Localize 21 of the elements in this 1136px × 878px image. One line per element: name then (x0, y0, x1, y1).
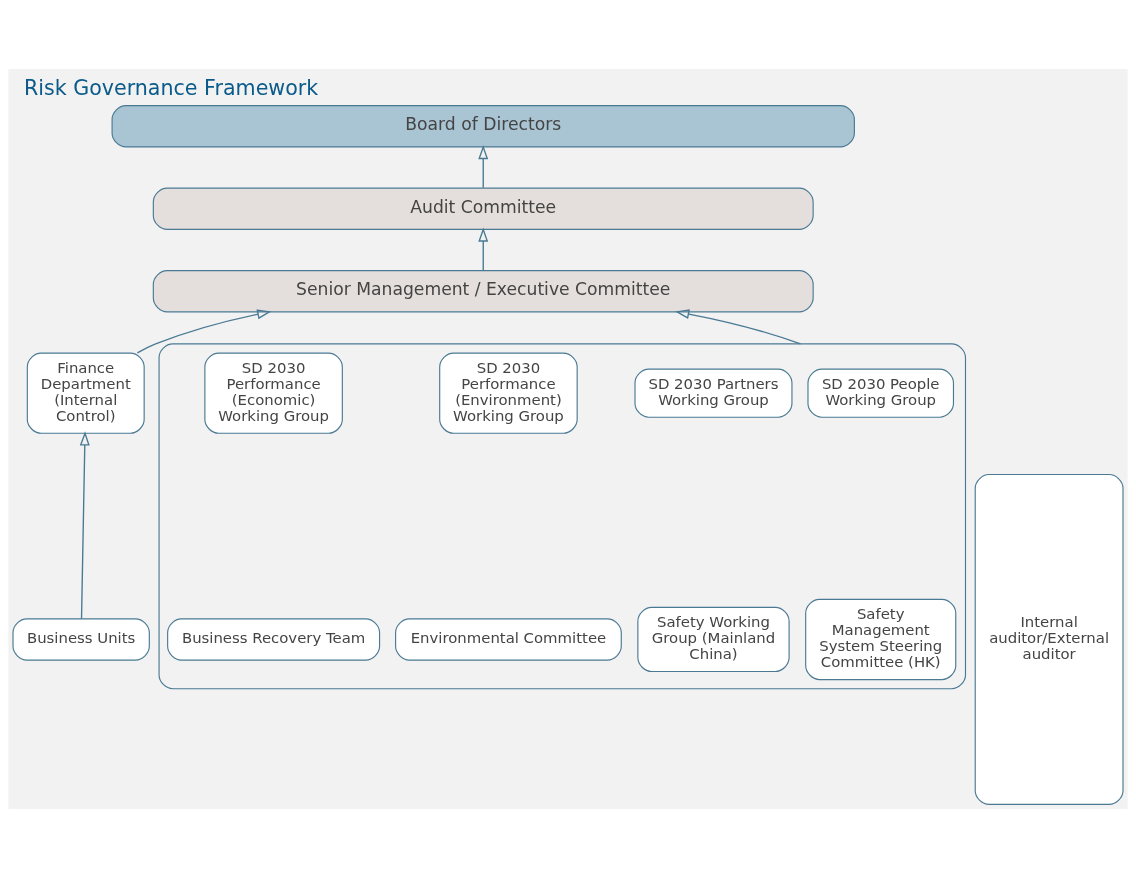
arrow (79, 431, 90, 620)
node-box: Board of Directors (111, 105, 855, 148)
node-box: Business Units (12, 618, 150, 661)
node-box: Audit Committee (152, 187, 814, 230)
node-box: SD 2030 Performance (Environment) Working Group (439, 352, 578, 434)
node-box: Safety Working Group (Mainland China) (637, 606, 790, 673)
arrow (478, 227, 489, 271)
node-box: SD 2030 Partners Working Group (634, 368, 793, 418)
node-box: Finance Department (Internal Control) (26, 352, 145, 434)
arrow (675, 309, 802, 345)
node-box: Internal auditor/External auditor (974, 473, 1124, 805)
cluster (158, 343, 967, 690)
arrow (136, 309, 272, 354)
diagram-title: Risk Governance Framework (23, 75, 319, 100)
arrow (478, 144, 489, 189)
node-box: Safety Management System Steering Committee (HK) (805, 598, 957, 681)
node-box: SD 2030 People Working Group (807, 368, 955, 418)
node-box: SD 2030 Performance (Economic) Working Group (204, 352, 343, 434)
node-box: Senior Management / Executive Committee (152, 270, 814, 313)
node-box: Business Recovery Team (167, 618, 381, 661)
node-box: Environmental Committee (395, 618, 622, 661)
